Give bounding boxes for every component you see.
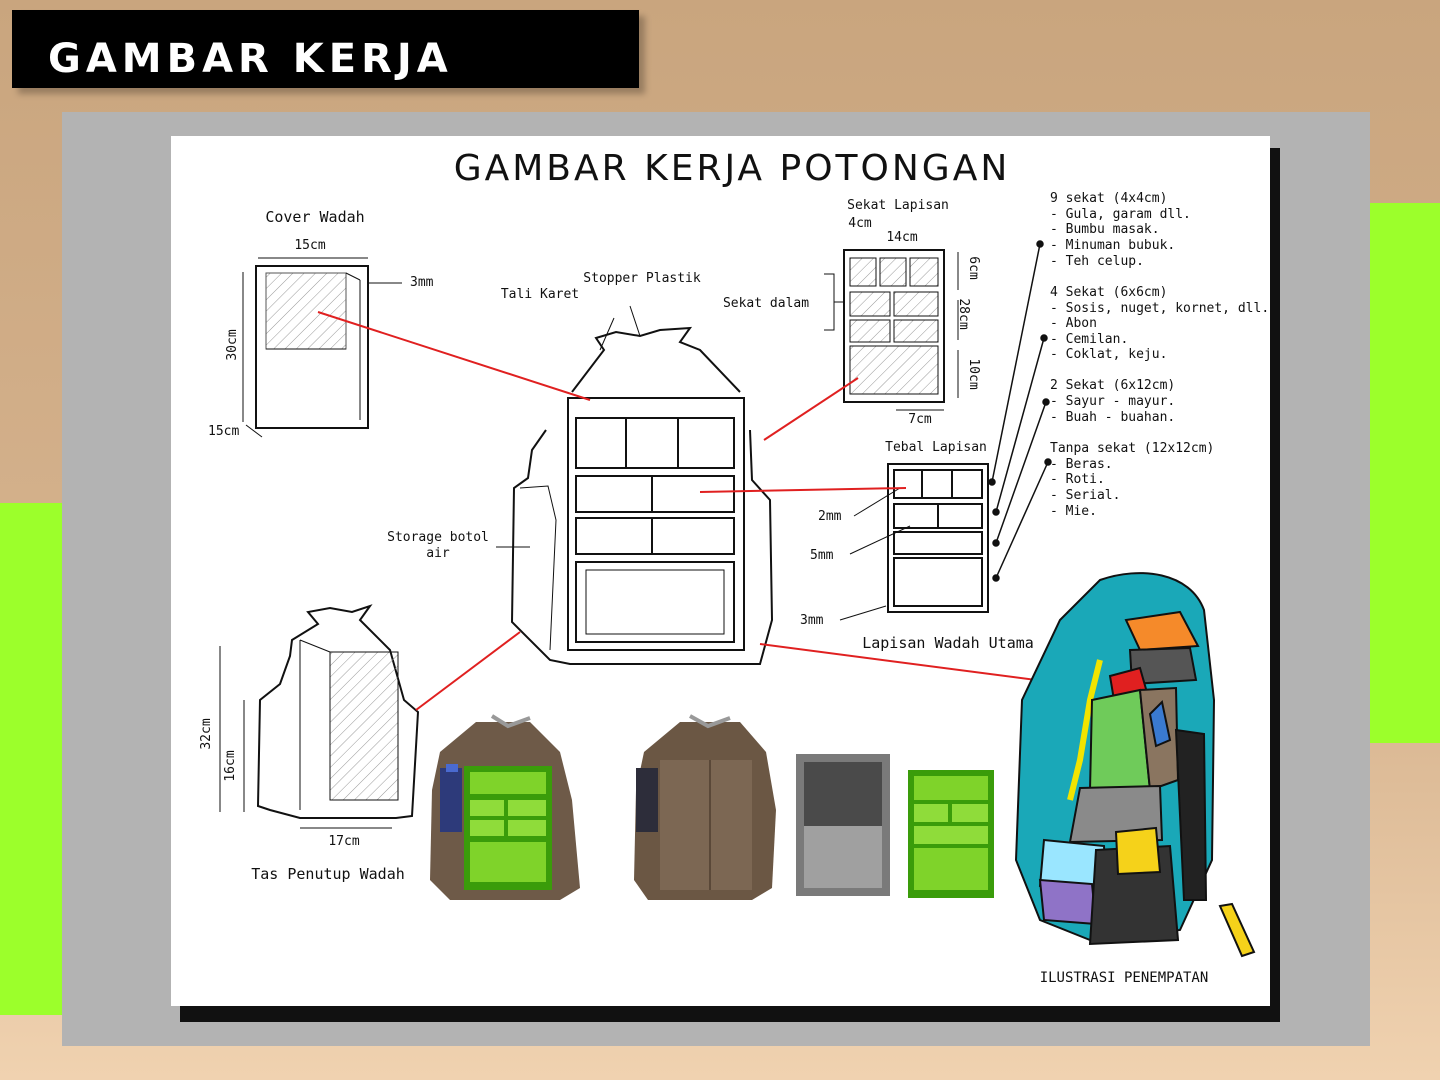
tebal-5mm: 5mm <box>810 548 834 563</box>
sekat-4cm: 4cm <box>848 216 872 231</box>
render-green-open <box>430 714 580 900</box>
header-title: GAMBAR KERJA <box>48 36 453 82</box>
cover-width-label: 15cm <box>294 238 325 253</box>
note-3-item: - Sayur - mayur. <box>1050 394 1175 409</box>
cover-depth-label: 15cm <box>208 424 239 439</box>
note-1-head: 9 sekat (4x4cm) <box>1050 191 1167 206</box>
note-2-item: - Cemilan. <box>1050 332 1128 347</box>
cover-height-label: 30cm <box>225 329 240 360</box>
storage-label-line2: air <box>426 546 450 561</box>
note-4-item: - Serial. <box>1050 488 1120 503</box>
note-1-item: - Teh celup. <box>1050 254 1144 269</box>
cover-wadah-drawing <box>242 257 402 438</box>
render-green-container <box>908 770 994 898</box>
tebal-3mm: 3mm <box>800 613 824 628</box>
render-brown-closed <box>634 714 776 900</box>
note-1-item: - Gula, garam dll. <box>1050 207 1191 222</box>
sekat-14cm: 14cm <box>886 230 917 245</box>
stopper-label: Stopper Plastik <box>583 271 701 286</box>
tebal-lapisan-drawing <box>839 463 989 621</box>
note-leaders <box>988 240 1052 582</box>
sekat-28cm: 28cm <box>956 298 971 329</box>
sekat-lapisan-title: Sekat Lapisan <box>847 198 949 213</box>
sekat-lapisan-drawing <box>824 249 959 411</box>
note-3-item: - Buah - buahan. <box>1050 410 1175 425</box>
sekat-dalam-label: Sekat dalam <box>723 296 809 311</box>
bag-section-drawing <box>510 305 774 665</box>
note-2-head: 4 Sekat (6x6cm) <box>1050 285 1167 300</box>
note-2-item: - Sosis, nuget, kornet, dll. <box>1050 301 1269 316</box>
lapisan-caption: Lapisan Wadah Utama <box>862 634 1034 652</box>
tas-penutup-drawing <box>219 604 420 829</box>
backpack-illustration <box>1014 572 1256 958</box>
header-bar: GAMBAR KERJA <box>12 10 639 88</box>
note-1-item: - Bumbu masak. <box>1050 222 1160 237</box>
note-4-item: - Beras. <box>1050 457 1113 472</box>
sheet-title: GAMBAR KERJA POTONGAN <box>454 148 1011 189</box>
cover-thickness-label: 3mm <box>410 275 434 290</box>
note-4-item: - Roti. <box>1050 472 1105 487</box>
note-4-item: - Mie. <box>1050 504 1097 519</box>
note-2-item: - Abon <box>1050 316 1097 331</box>
tas-caption: Tas Penutup Wadah <box>251 865 405 883</box>
lime-accent-right <box>1370 203 1440 743</box>
storage-label-line1: Storage botol <box>387 530 489 545</box>
note-1-item: - Minuman bubuk. <box>1050 238 1175 253</box>
tas-32cm: 32cm <box>199 718 214 749</box>
tas-16cm: 16cm <box>223 750 238 781</box>
tas-17cm: 17cm <box>328 834 359 849</box>
tali-karet-label: Tali Karet <box>501 287 579 302</box>
sekat-7cm: 7cm <box>908 412 932 427</box>
note-4-head: Tanpa sekat (12x12cm) <box>1050 441 1214 456</box>
notes-block: 9 sekat (4x4cm) - Gula, garam dll. - Bum… <box>1050 191 1269 519</box>
cover-title: Cover Wadah <box>265 208 364 226</box>
tebal-title: Tebal Lapisan <box>885 440 987 455</box>
render-gray-cover <box>796 754 890 896</box>
sekat-10cm: 10cm <box>966 358 981 389</box>
note-2-item: - Coklat, keju. <box>1050 347 1167 362</box>
ilustrasi-caption: ILUSTRASI PENEMPATAN <box>1040 970 1209 986</box>
note-3-head: 2 Sekat (6x12cm) <box>1050 378 1175 393</box>
tebal-2mm: 2mm <box>818 509 842 524</box>
lime-accent-left <box>0 503 62 1015</box>
sekat-6cm: 6cm <box>966 256 981 280</box>
